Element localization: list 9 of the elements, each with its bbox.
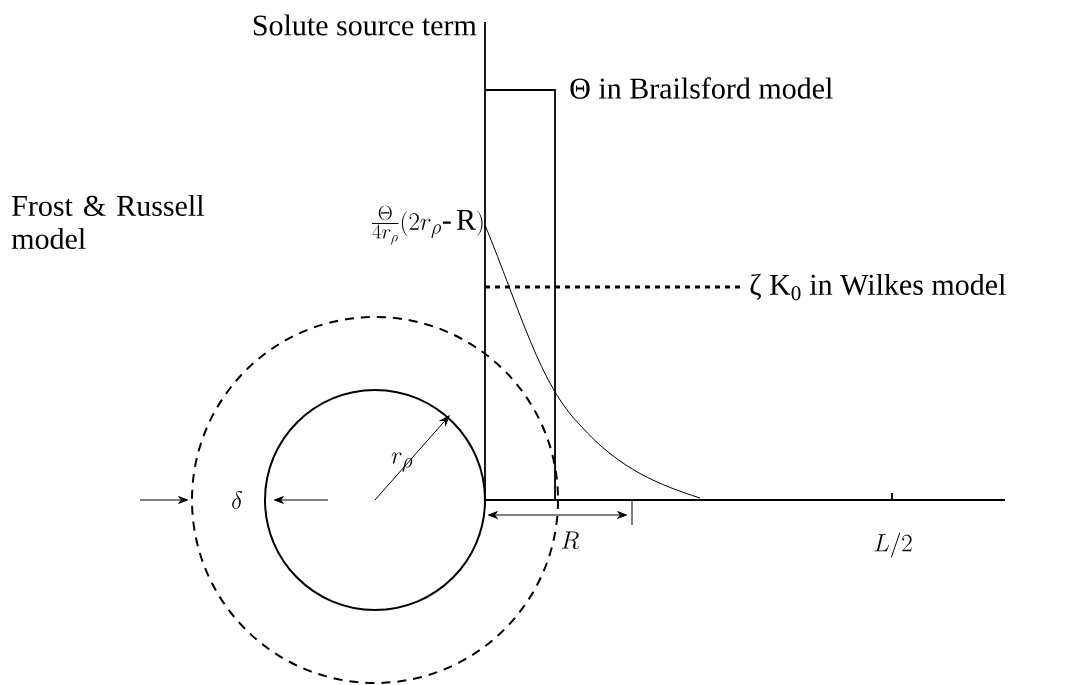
tick-label: $L/2$ — [874, 532, 912, 558]
curve-label: Θ in Brailsford model — [570, 77, 833, 99]
curve-label: Frost & Russell model — [11, 194, 204, 250]
radius-label: $r_\rho$ — [391, 452, 413, 472]
dimension-label: $\delta$ — [232, 490, 243, 509]
axis-title: Solute source term — [253, 14, 477, 36]
dimension-label: $R$ — [561, 531, 580, 549]
curve-label: ζ K$_{0}$ in Wilkes model — [750, 273, 1006, 301]
formula-label: $\frac{\Theta}{4r_\rho}(2r_\rho\text{-}\,\mathrm{R})$ — [372, 205, 483, 245]
